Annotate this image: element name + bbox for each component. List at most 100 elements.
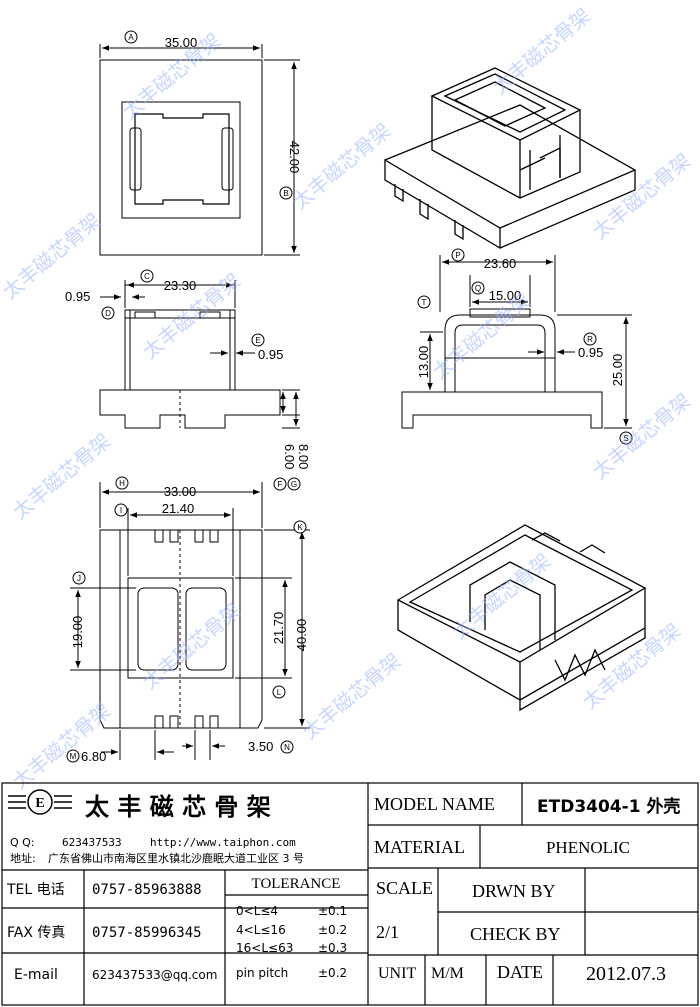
company-name: 太 丰 磁 芯 骨 架 <box>85 793 271 821</box>
dim-side-wall: R 0.95 <box>578 332 603 360</box>
svg-text:16<L≤63: 16<L≤63 <box>236 941 293 955</box>
unit-label: UNIT <box>378 965 416 982</box>
dim-side-overall: P 23.60 <box>451 248 517 271</box>
svg-text:C: C <box>144 272 150 281</box>
svg-text:13.00: 13.00 <box>416 346 431 379</box>
svg-text:15.00: 15.00 <box>489 288 522 303</box>
svg-text:8.00: 8.00 <box>296 444 311 469</box>
dim-side-inner-height: T 13.00 <box>416 295 431 379</box>
dim-top-height: B 42.00 <box>279 141 302 200</box>
scale-value: 2/1 <box>376 922 399 942</box>
svg-text:±0.2: ±0.2 <box>318 966 347 980</box>
svg-text:E: E <box>255 336 260 345</box>
dim-bottom-length: K 40.00 <box>293 520 309 652</box>
svg-text:T: T <box>422 298 427 307</box>
svg-text:0.95: 0.95 <box>65 289 90 304</box>
svg-text:0.95: 0.95 <box>258 347 283 362</box>
tolerance-table: 0<L≤4 ±0.1 4<L≤16 ±0.2 16<L≤63 ±0.3 pin … <box>236 904 347 980</box>
svg-text:pin pitch: pin pitch <box>236 966 288 980</box>
dim-bottom-inner: I 21.40 <box>114 501 195 517</box>
tel-value: 0757-85963888 <box>92 882 202 898</box>
scale-label: SCALE <box>376 878 433 898</box>
svg-text:D: D <box>105 309 111 318</box>
svg-text:0.95: 0.95 <box>578 345 603 360</box>
company-logo: E <box>8 789 72 815</box>
company-url: http://www.taiphon.com <box>150 836 296 849</box>
svg-text:F: F <box>278 480 283 489</box>
svg-text:A: A <box>128 33 134 42</box>
date-value: 2012.07.3 <box>586 963 666 985</box>
svg-text:±0.1: ±0.1 <box>318 904 347 918</box>
email-label: E-mail <box>14 967 58 983</box>
dim-front-wall: 0.95 D <box>65 289 115 320</box>
dim-front-overall: C 23.30 <box>140 269 197 293</box>
material-value: PHENOLIC <box>546 838 630 857</box>
svg-text:19.00: 19.00 <box>70 616 85 649</box>
svg-text:3.50: 3.50 <box>248 739 273 754</box>
dim-side-inner: Q 15.00 <box>471 281 522 303</box>
date-label: DATE <box>497 962 543 982</box>
dim-bottom-slot: J 19.00 <box>70 571 86 649</box>
bottom-view <box>70 482 310 760</box>
dim-bottom-overall: H 33.00 <box>115 476 197 499</box>
company-address: 广东省佛山市南海区里水镇北沙鹿眠大道工业区 3 号 <box>48 851 304 865</box>
svg-text:J: J <box>77 574 81 583</box>
svg-text:0<L≤4: 0<L≤4 <box>236 904 278 918</box>
dim-front-pin: E 0.95 <box>251 333 283 362</box>
tolerance-header: TOLERANCE <box>252 876 341 892</box>
svg-text:Q: Q <box>475 284 481 293</box>
fax-value: 0757-85996345 <box>92 925 202 941</box>
dim-bottom-window: 21.70 L <box>271 612 286 699</box>
svg-text:S: S <box>623 434 628 443</box>
drawn-by-label: DRWN BY <box>472 881 556 901</box>
svg-text:23.30: 23.30 <box>164 278 197 293</box>
front-view <box>99 280 300 429</box>
svg-text:33.00: 33.00 <box>164 484 197 499</box>
svg-text:H: H <box>119 479 125 488</box>
unit-value: M/M <box>431 965 464 982</box>
svg-text:25.00: 25.00 <box>610 354 625 387</box>
svg-text:40.00: 40.00 <box>294 619 309 652</box>
model-name-value: ETD3404-1 外壳 <box>537 796 680 817</box>
model-name-label: MODEL NAME <box>374 794 495 814</box>
svg-text:N: N <box>284 743 290 752</box>
email-value: 623437533@qq.com <box>92 968 217 982</box>
svg-text:K: K <box>297 523 303 532</box>
side-view <box>401 255 632 429</box>
dim-bottom-pin-offset: M 6.80 <box>66 749 106 764</box>
fax-label: FAX 传真 <box>7 925 65 941</box>
svg-text:35.00: 35.00 <box>165 35 198 50</box>
svg-text:M: M <box>70 752 77 761</box>
material-label: MATERIAL <box>374 837 465 857</box>
svg-text:±0.2: ±0.2 <box>318 923 347 937</box>
svg-text:21.70: 21.70 <box>271 612 286 645</box>
company-address-label: 地址: <box>10 851 36 865</box>
dim-front-pin-heights: 6.00 F 8.00 G <box>273 444 311 491</box>
check-by-label: CHECK BY <box>470 924 561 944</box>
title-block <box>1 782 699 1006</box>
tel-label: TEL 电话 <box>6 882 65 898</box>
svg-text:L: L <box>277 688 282 697</box>
company-qq-value: 623437533 <box>62 836 122 849</box>
svg-text:I: I <box>120 506 122 515</box>
svg-text:4<L≤16: 4<L≤16 <box>236 923 286 937</box>
dim-side-height: 25.00 S <box>610 354 633 445</box>
company-qq-label: Q Q: <box>10 836 35 849</box>
isometric-top <box>383 67 637 250</box>
top-view <box>99 44 300 256</box>
dim-bottom-pin-spacing: 3.50 N <box>248 739 294 754</box>
svg-text:±0.3: ±0.3 <box>318 941 347 955</box>
isometric-bottom <box>396 524 647 712</box>
svg-text:6.00: 6.00 <box>282 444 297 469</box>
svg-text:E: E <box>35 796 44 811</box>
svg-text:P: P <box>455 251 460 260</box>
svg-text:R: R <box>587 335 593 344</box>
svg-text:42.00: 42.00 <box>287 141 302 174</box>
svg-text:23.60: 23.60 <box>484 256 517 271</box>
svg-text:B: B <box>283 189 288 198</box>
dim-top-width: A 35.00 <box>124 30 198 50</box>
svg-text:21.40: 21.40 <box>162 501 195 516</box>
svg-text:G: G <box>291 480 297 489</box>
svg-text:6.80: 6.80 <box>81 749 106 764</box>
